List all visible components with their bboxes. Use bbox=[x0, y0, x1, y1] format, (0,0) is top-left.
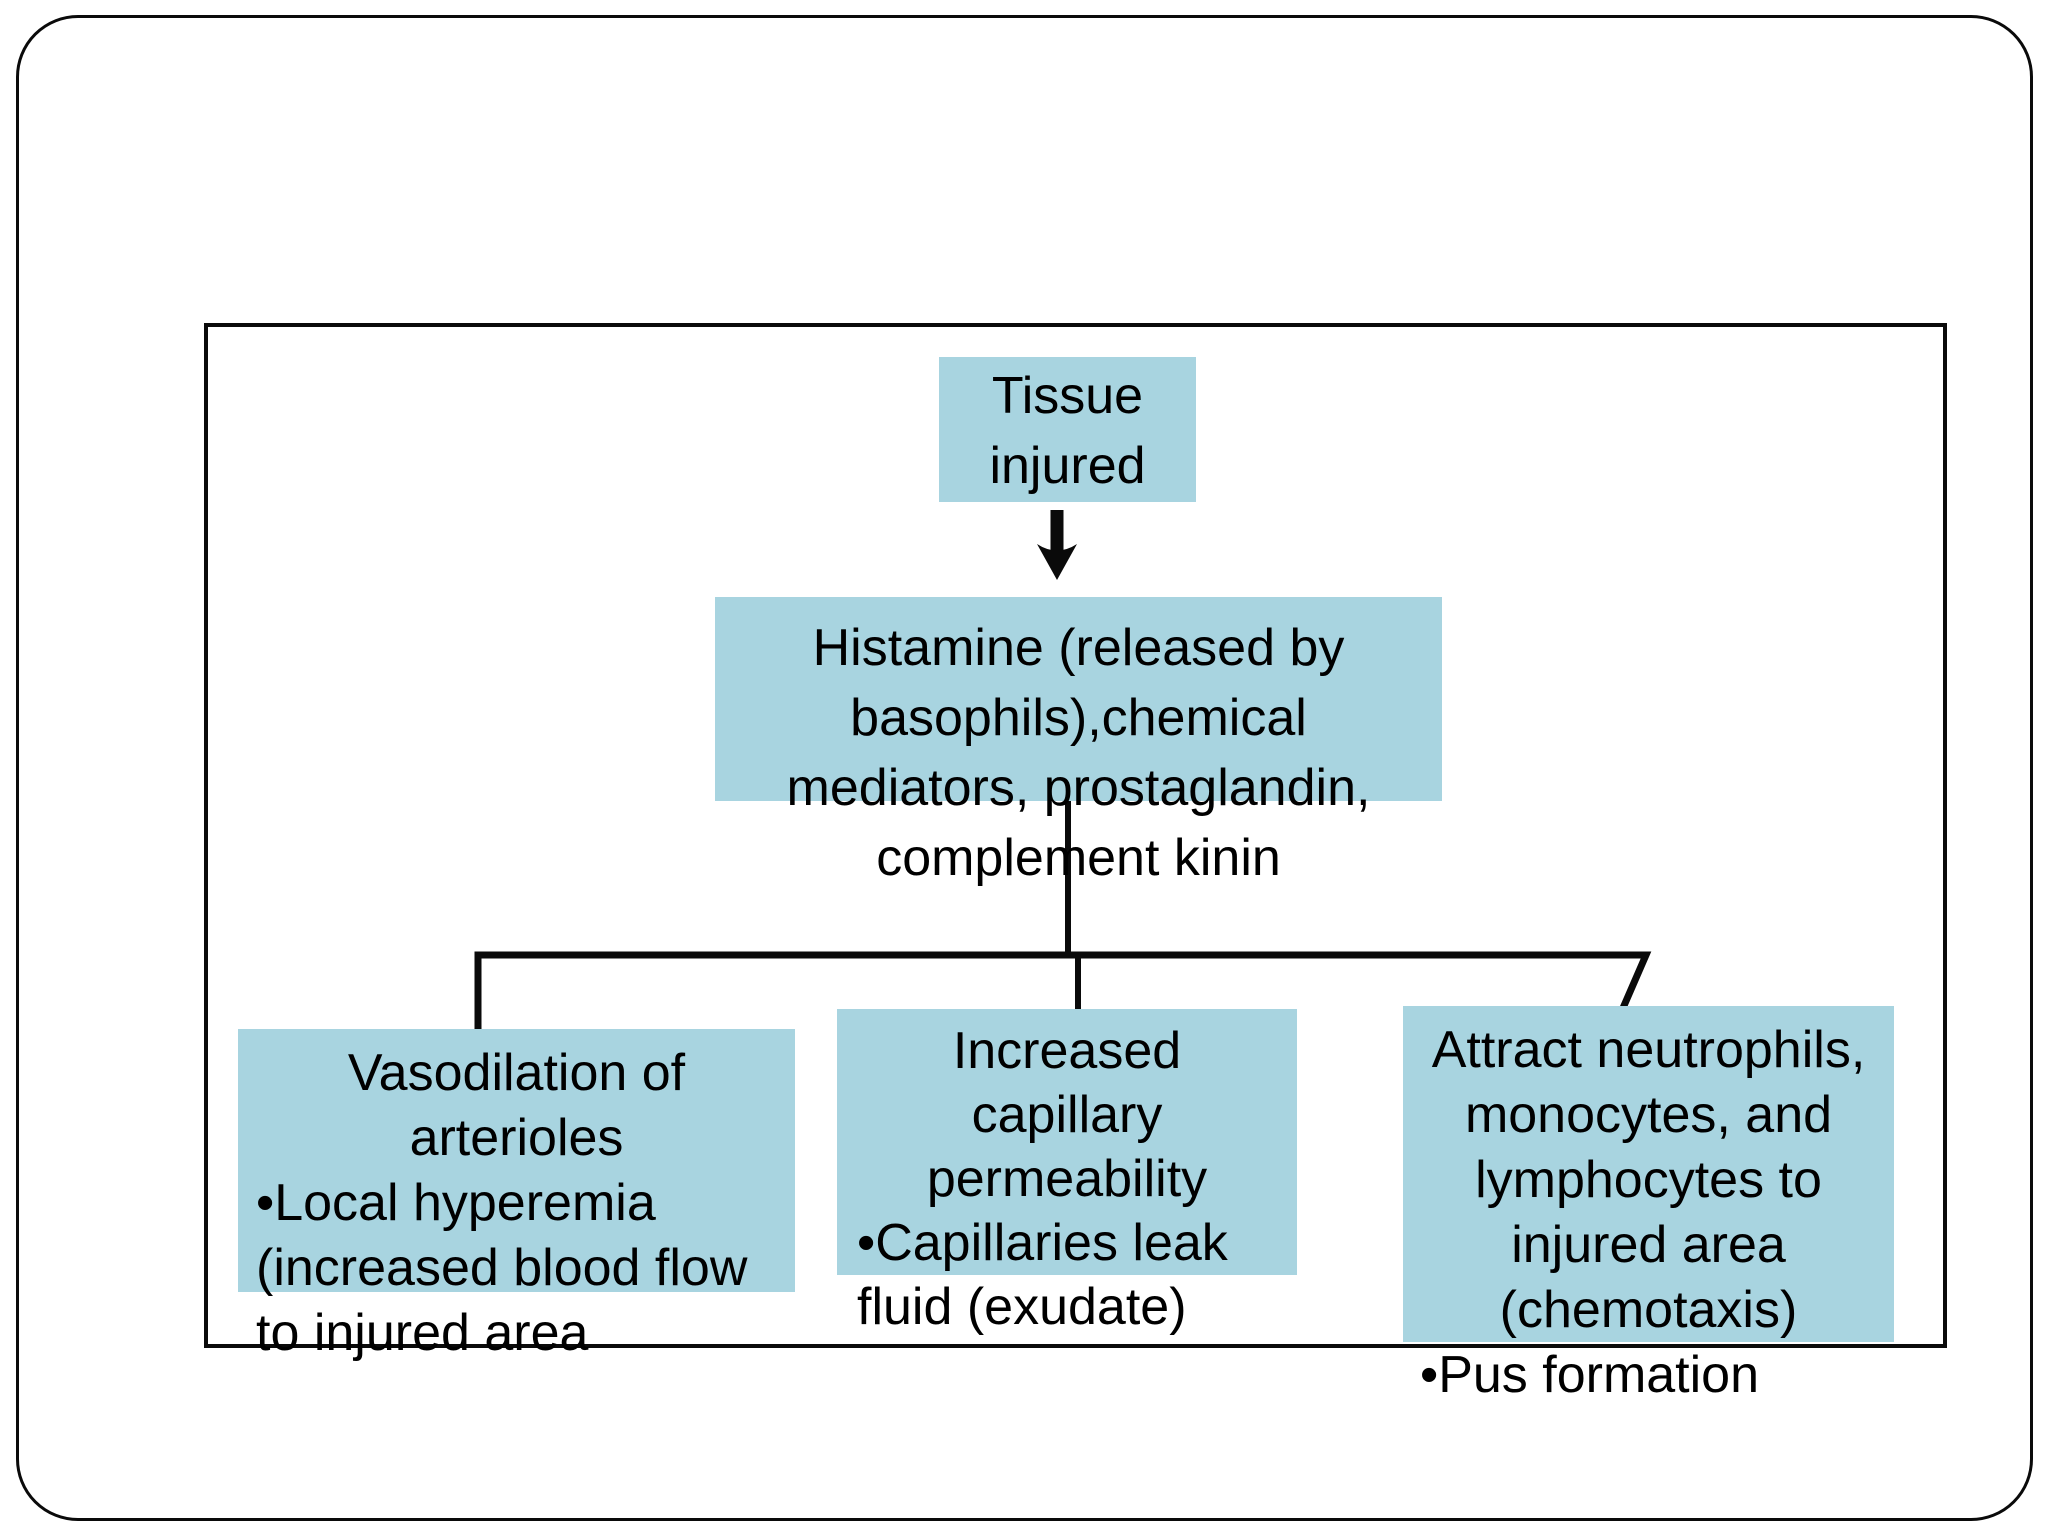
box-text-line: Increased bbox=[952, 1022, 1182, 1080]
tissue-injured-box: Tissue injured bbox=[939, 357, 1196, 502]
box-text-line: monocytes, and bbox=[1464, 1086, 1833, 1144]
box-text-line: lymphocytes to bbox=[1475, 1151, 1822, 1209]
box-text-line: fluid (exudate) bbox=[857, 1278, 1187, 1336]
box-text-line: Tissue bbox=[991, 367, 1144, 425]
box-text-line: (chemotaxis) bbox=[1499, 1281, 1798, 1339]
diagram-frame bbox=[204, 323, 1947, 1348]
box-text-line: •Local hyperemia bbox=[256, 1174, 656, 1232]
box-text-line: complement kinin bbox=[876, 829, 1281, 887]
connector-branch bbox=[474, 951, 1652, 1032]
down-arrow-icon bbox=[1037, 510, 1077, 580]
box-text-line: basophils),chemical bbox=[850, 689, 1307, 747]
box-text-line: permeability bbox=[926, 1150, 1208, 1208]
capillary-permeability-box: Increased capillary permeability •Capill… bbox=[837, 1009, 1297, 1336]
box-text-line: •Pus formation bbox=[1420, 1346, 1760, 1404]
box-text-line: mediators, prostaglandin, bbox=[786, 759, 1371, 817]
vasodilation-box: Vasodilation of arterioles •Local hypere… bbox=[238, 1029, 795, 1362]
box-text-line: •Capillaries leak bbox=[857, 1214, 1228, 1272]
box-text-line: Attract neutrophils, bbox=[1431, 1021, 1866, 1079]
box-text-line: (increased blood flow bbox=[256, 1239, 748, 1297]
box-text-line: Vasodilation of bbox=[347, 1044, 686, 1102]
histamine-mediators-box: Histamine (released by basophils),chemic… bbox=[715, 597, 1442, 887]
box-text-line: to injured area bbox=[256, 1304, 589, 1362]
box-text-line: injured area bbox=[1511, 1216, 1786, 1274]
box-text-line: arterioles bbox=[409, 1109, 624, 1167]
chemotaxis-box: Attract neutrophils, monocytes, and lymp… bbox=[1403, 1006, 1894, 1404]
box-text-line: capillary bbox=[971, 1086, 1163, 1144]
box-text-line: Histamine (released by bbox=[812, 619, 1345, 677]
box-text-line: injured bbox=[989, 437, 1146, 495]
slide-border bbox=[16, 15, 2033, 1521]
